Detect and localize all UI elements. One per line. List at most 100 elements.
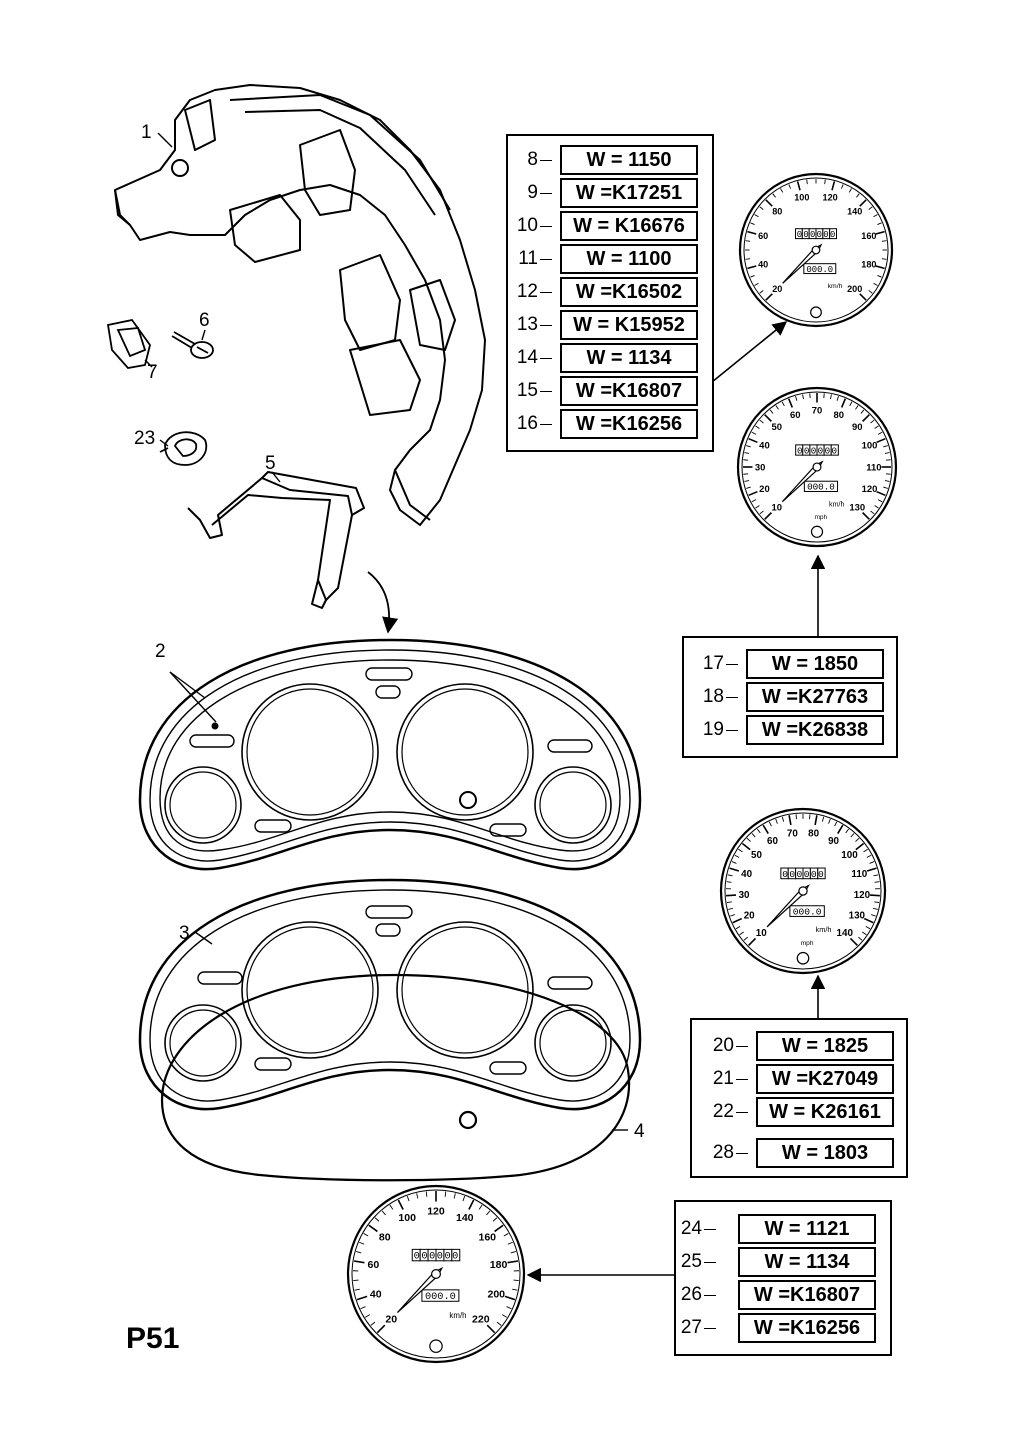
item-number: 13 [516, 314, 538, 335]
gauge-tick [486, 1324, 496, 1334]
leader-2b [169, 671, 217, 723]
part-code: W = 1134 [560, 343, 698, 373]
arrow-table-a [711, 321, 788, 383]
gauge-tick [726, 901, 732, 904]
gauge-tick [739, 931, 744, 936]
callout-1: 1 [141, 122, 152, 143]
page-label: P51 [126, 1322, 180, 1355]
window-part-4 [160, 973, 631, 1182]
gauge-tick [841, 184, 844, 189]
gauge-tick [865, 926, 871, 930]
gauge-tick-label: 120 [854, 890, 871, 901]
item-number: 28 [712, 1142, 734, 1163]
gauge-needle [781, 460, 824, 503]
leader-tick [736, 1112, 748, 1113]
callout-3: 3 [179, 923, 190, 944]
gauge-tick [856, 193, 860, 198]
gauge-tick [356, 1295, 368, 1301]
gauge-tick [830, 394, 832, 400]
gauge-tick [462, 1195, 466, 1202]
gauge-tick-label: 30 [755, 462, 766, 473]
part-code: W = 1134 [738, 1247, 876, 1277]
leader-2a [169, 671, 206, 699]
gauge-tick [870, 419, 875, 424]
gauge-tick-label: 80 [833, 410, 844, 421]
gauge-tick-label: 80 [808, 828, 819, 839]
item-number: 16 [516, 413, 538, 434]
gauge-tick [881, 240, 887, 242]
gauge-tick [751, 431, 757, 435]
gauge-tick-label: 80 [772, 206, 782, 216]
leader-tick [726, 697, 738, 698]
gauge-tick [734, 854, 740, 858]
gauge-tick [764, 512, 772, 520]
gauge-tick [748, 490, 758, 497]
gauge-tick [845, 828, 849, 834]
gauge-tick [368, 1224, 378, 1233]
needle-hub [798, 886, 808, 896]
gauge-tick-label: 10 [772, 503, 783, 514]
callout-2: 2 [155, 641, 166, 662]
gauge-tick [381, 1210, 386, 1216]
part-code: W =K16502 [560, 277, 698, 307]
trip-readout: 000.0 [793, 907, 822, 918]
gauge-tick [877, 222, 882, 225]
part-code: W =K27049 [756, 1064, 894, 1094]
gauge-tick [754, 282, 759, 286]
leader-tick [540, 193, 552, 194]
item-number: 24 [680, 1218, 702, 1239]
gauge-tick [359, 1241, 365, 1245]
gauge-tick [769, 409, 774, 414]
gauge-tick-label: 140 [456, 1212, 474, 1224]
odometer-digit-box [817, 867, 826, 880]
trip-reset-knob [429, 1339, 443, 1353]
trip-box [421, 1289, 460, 1302]
gauge-tick [486, 1210, 491, 1216]
gauge-inner-rim [351, 1189, 521, 1359]
gauge-tick [510, 1251, 517, 1254]
trip-readout: 000.0 [806, 265, 833, 275]
gauge-tick [788, 815, 792, 826]
gauge-tick-label: 220 [472, 1313, 490, 1325]
part-code: W =K26838 [746, 715, 884, 745]
item-number: 12 [516, 281, 538, 302]
screw-part-6 [171, 331, 214, 359]
gauge-tick [855, 842, 865, 851]
gauge-tick [370, 1321, 376, 1326]
gauge-tick [806, 179, 808, 185]
odometer-digit-box [829, 228, 838, 240]
gauge-tick [492, 1217, 498, 1222]
gauge-tick-label: 50 [772, 422, 783, 433]
gauge-tick [821, 816, 825, 822]
gauge-tick [744, 452, 750, 454]
gauge-tick-label: 70 [812, 405, 823, 416]
gauge-tick [775, 405, 779, 410]
part-code: W = 1825 [756, 1031, 894, 1061]
item-number: 15 [516, 380, 538, 401]
gauge-needle [782, 243, 823, 284]
gauge-tick [751, 499, 757, 503]
speedometer-gauge-d: 20406080100120140160180200220000000000.0… [346, 1184, 526, 1364]
gauge-tick [360, 1306, 366, 1310]
gauge-tick [866, 854, 872, 858]
leader-tick [540, 292, 552, 293]
gauge-tick [781, 401, 785, 407]
gauge-tick [837, 824, 844, 834]
gauge-tick [746, 486, 751, 489]
gauge-tick [874, 901, 880, 904]
gauge-tick [802, 394, 804, 400]
gauge-tick-label: 80 [379, 1231, 391, 1243]
gauge-tick [866, 867, 877, 872]
